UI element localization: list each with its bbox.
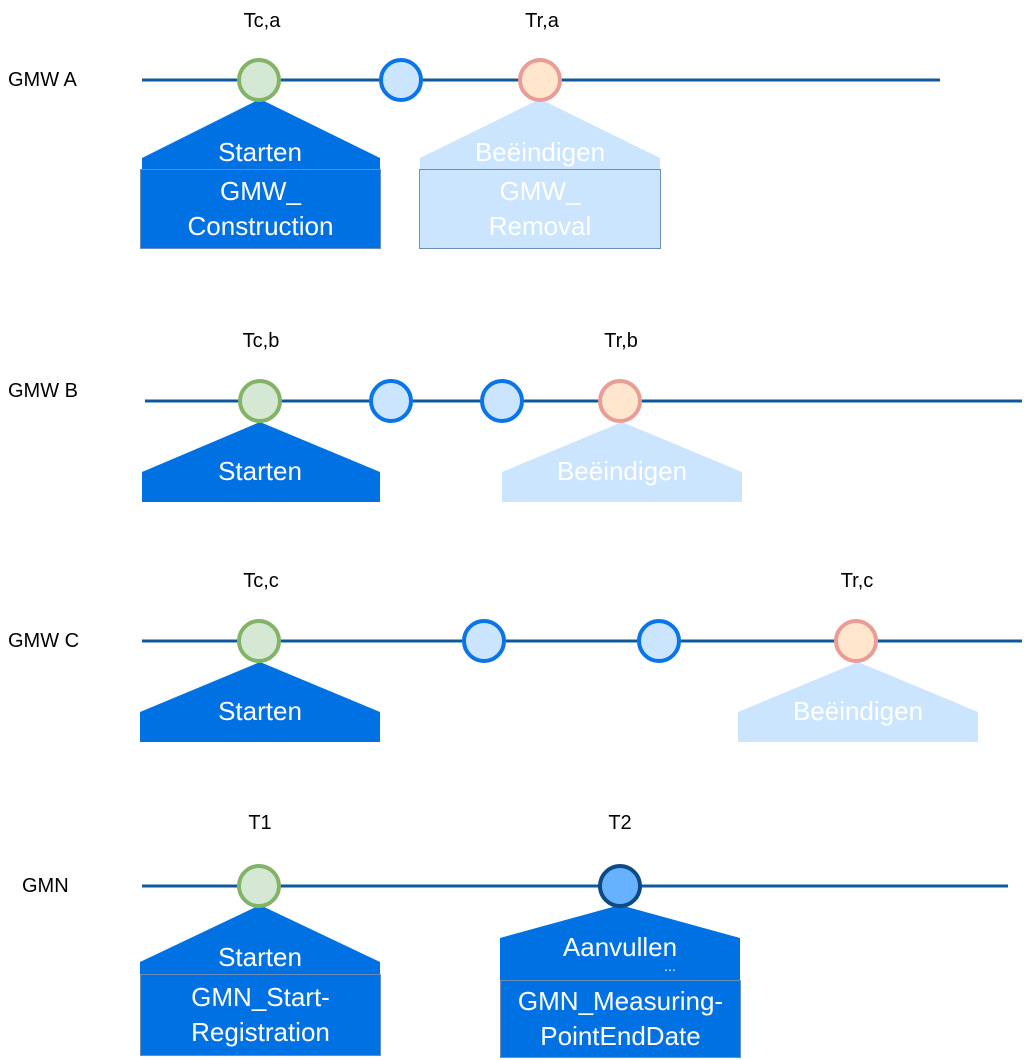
box-line-1: GMN_Measuring- bbox=[517, 986, 724, 1016]
time-label-tr-a: Tr,a bbox=[525, 10, 559, 32]
start-roof-a bbox=[142, 99, 380, 170]
time-label-tr-b: Tr,b bbox=[604, 330, 638, 352]
starten-label-b: Starten bbox=[218, 456, 302, 486]
event-circle-c-2 bbox=[637, 619, 681, 663]
row-label-gmw-c: GMW C bbox=[8, 630, 80, 652]
starten-label-c: Starten bbox=[218, 696, 302, 726]
row-label-gmw-b: GMW B bbox=[8, 380, 78, 402]
end-event-circle-a bbox=[518, 58, 562, 102]
box-line-1: GMW_ bbox=[499, 176, 581, 206]
start-roof-b bbox=[142, 422, 380, 502]
gmn-start-registration-box: GMN_Start- Registration bbox=[140, 974, 381, 1056]
start-event-circle-a bbox=[237, 58, 281, 102]
start-event-circle-gmn bbox=[237, 864, 281, 908]
box-line-2: Registration bbox=[191, 1017, 330, 1047]
end-roof-gmn bbox=[500, 905, 740, 980]
starten-label-a: Starten bbox=[218, 137, 302, 167]
start-event-circle-b bbox=[238, 379, 282, 423]
start-roof-gmn bbox=[140, 905, 380, 975]
start-roof-c bbox=[140, 662, 380, 742]
end-roof-b bbox=[502, 422, 742, 502]
complete-event-circle-gmn bbox=[598, 864, 642, 908]
time-label-tc-b: Tc,b bbox=[242, 330, 280, 352]
time-label-tr-c: Tr,c bbox=[840, 570, 874, 592]
gmw-construction-box: GMW_ Construction bbox=[140, 169, 381, 249]
box-line-1: GMW_ bbox=[220, 176, 301, 206]
end-roof-c bbox=[738, 662, 978, 742]
start-event-circle-c bbox=[237, 619, 281, 663]
event-circle-a-1 bbox=[379, 58, 423, 102]
box-line-2: PointEndDate bbox=[540, 1021, 701, 1051]
box-line-2: Removal bbox=[488, 211, 592, 241]
row-label-gmn: GMN bbox=[22, 875, 69, 897]
aanvullen-label-gmn: Aanvullen bbox=[562, 932, 678, 962]
box-line-1: GMN_Start- bbox=[191, 982, 330, 1012]
beeindigen-label-b: Beëindigen bbox=[556, 456, 688, 486]
end-event-circle-b bbox=[598, 379, 642, 423]
event-circle-b-1 bbox=[369, 379, 413, 423]
box-line-2: Construction bbox=[187, 211, 334, 241]
time-label-t2: T2 bbox=[608, 812, 632, 834]
beeindigen-label-a: Beëindigen bbox=[474, 137, 606, 167]
end-roof-a bbox=[420, 99, 660, 170]
gmw-removal-box: GMW_ Removal bbox=[419, 169, 661, 249]
row-label-gmw-a: GMW A bbox=[8, 69, 77, 91]
event-circle-c-1 bbox=[462, 619, 506, 663]
beeindigen-label-c: Beëindigen bbox=[792, 696, 924, 726]
starten-label-gmn: Starten bbox=[218, 942, 302, 972]
event-circle-b-2 bbox=[480, 379, 524, 423]
time-label-tc-c: Tc,c bbox=[243, 570, 279, 592]
gmn-measuring-point-end-date-box: GMN_Measuring- PointEndDate bbox=[500, 980, 741, 1058]
end-event-circle-c bbox=[834, 619, 878, 663]
time-label-t1: T1 bbox=[248, 812, 272, 834]
ellipsis-label: ... bbox=[664, 958, 676, 974]
time-label-tc-a: Tc,a bbox=[243, 10, 281, 32]
